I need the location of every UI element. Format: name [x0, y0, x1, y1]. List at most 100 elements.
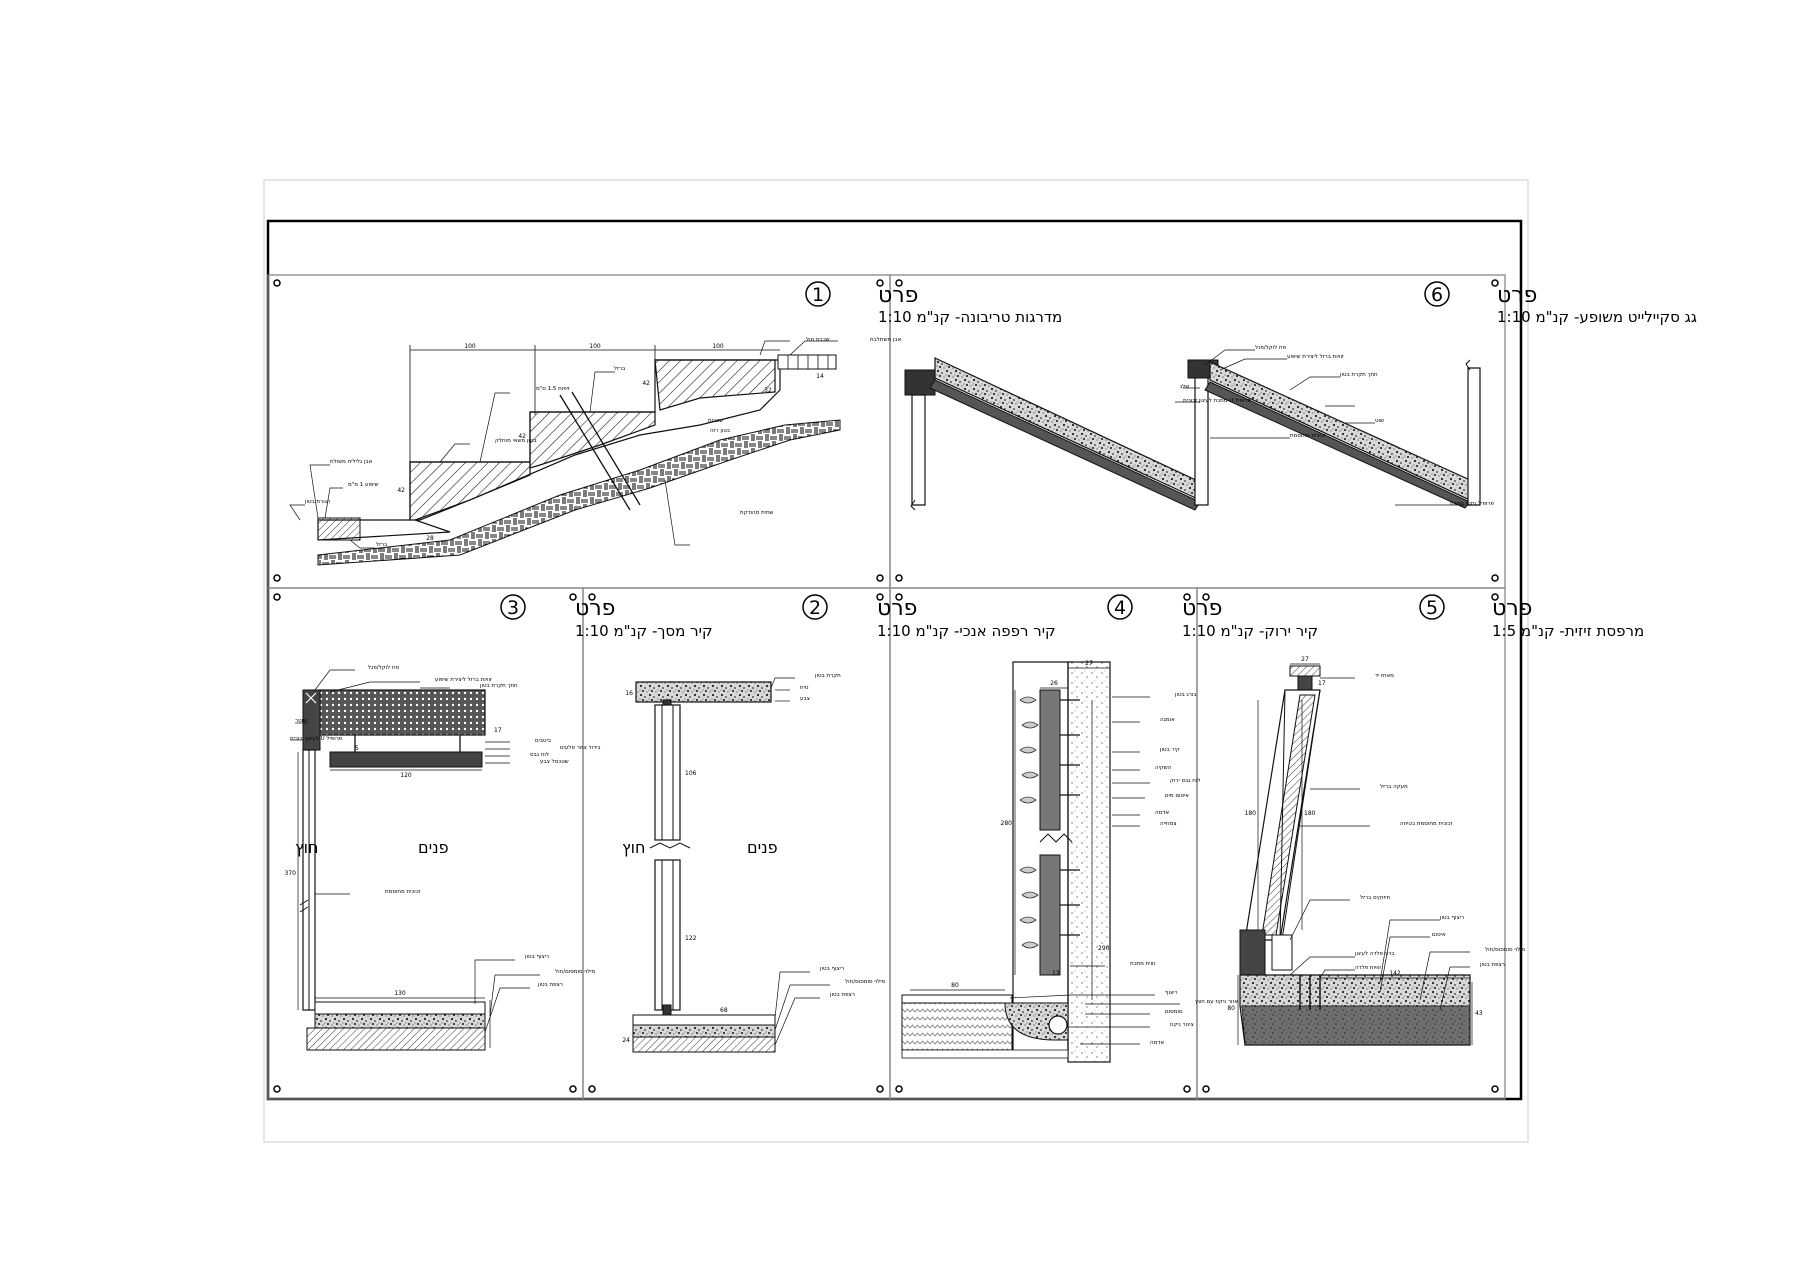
detail-4-note-drain-zone: אזור ניקוז עם חצץ — [1195, 999, 1238, 1005]
detail-2-leaders — [770, 677, 830, 1046]
detail-6-glass-left — [929, 379, 1201, 511]
detail-3-dim-floor: 130 — [394, 990, 406, 997]
detail-1-note-layers: שכבות — [708, 418, 723, 424]
panel-grid — [267, 274, 1506, 1100]
detail-6-leaders — [1175, 349, 1465, 506]
detail-5-dim-lines — [1237, 663, 1473, 1045]
detail-3-number-circle — [500, 594, 526, 620]
detail-4-note-plants: צמחייה — [1160, 821, 1177, 827]
detail-4-note-angle: זווית מתכת — [1130, 961, 1155, 967]
detail-3-label: פרט — [575, 596, 615, 621]
detail-3-note-flashing: פח לוקל/פנל — [368, 664, 400, 671]
detail-1-section-break — [559, 391, 641, 511]
detail-1-dim-g: 28 — [426, 535, 434, 542]
detail-4-label: פרט — [1182, 596, 1222, 621]
detail-3-post-top-x — [305, 692, 317, 704]
detail-6-note-plaster: שוט — [1375, 418, 1384, 424]
detail-2-dim-slab: 24 — [622, 1037, 630, 1044]
detail-4: פרט 4 קיר ירוק- קנ"מ 1:10 27 26 280 290 … — [901, 594, 1318, 1063]
title-block-frame — [266, 219, 1523, 1101]
detail-2-dim-lower: 122 — [685, 935, 697, 942]
detail-4-note-irrigation: השקיה — [1155, 765, 1172, 771]
detail-1-paver — [777, 354, 837, 370]
detail-4-note-omega: אומגה — [1160, 717, 1175, 723]
detail-4-plants-upper — [1019, 696, 1039, 804]
detail-5-frame-outer — [1279, 689, 1321, 941]
detail-4-note-pipe: צינור ניקוז — [1170, 1022, 1194, 1028]
detail-4-note-concrete: קיר בטון — [1160, 747, 1180, 753]
detail-3: פרט 3 קיר מסך- קנ"מ 1:10 חוץ פנים 120 37… — [285, 594, 713, 1051]
detail-5-dim-handrail: 27 — [1301, 656, 1309, 663]
detail-2-dim-upper: 106 — [685, 770, 697, 777]
detail-3-note-slab: חתך תקרת בטון — [480, 683, 518, 689]
detail-1: פרט 1 מדרגות טריבונה- קנ"מ 1:10 100 100 … — [289, 281, 1062, 566]
detail-1-subtitle: מדרגות טריבונה- קנ"מ 1:10 — [878, 308, 1062, 326]
detail-2-note-plaster: טיח — [800, 685, 809, 691]
detail-3-floor-finish — [314, 1001, 486, 1015]
detail-2-inside-label: פנים — [747, 838, 778, 857]
detail-1-note-ring-beam: חגורת בטון — [305, 499, 331, 505]
detail-1-note-lean-concrete: בטון רזה — [710, 428, 730, 434]
detail-5-dim-edge: 80 — [1227, 1005, 1235, 1012]
detail-2: פרט 2 קיר רפפה אנכי- קנ"מ 1:10 חוץ פנים … — [622, 594, 1056, 1053]
detail-1-note-slope: שיפוע 1 מ"מ — [348, 482, 379, 488]
detail-1-note-compacted-soil: שתית מהודקת — [740, 510, 774, 516]
outer-sheet-border — [263, 179, 1529, 1143]
detail-2-louver-upper — [654, 704, 681, 841]
detail-3-note-paint: שטכסל צבע — [540, 758, 569, 765]
detail-2-note-floor-tile: ריצוף בטון — [820, 966, 844, 972]
detail-1-dim-b: 100 — [589, 343, 601, 350]
detail-2-louver-lower-lines — [661, 860, 674, 1010]
detail-2-dim-floor: 68 — [720, 1007, 728, 1014]
detail-2-louver-lower — [654, 859, 681, 1011]
detail-5-note-fill: מילוי סומסום/חול — [1485, 946, 1525, 953]
detail-1-dim-lines — [409, 345, 780, 465]
detail-6-right-post — [1467, 367, 1481, 506]
detail-2-number: 2 — [809, 597, 821, 619]
detail-4-break — [1039, 833, 1073, 843]
detail-6-subtitle: גג סקיילייט משופע- קנ"מ 1:10 — [1497, 308, 1697, 326]
detail-6-slab-left — [934, 357, 1201, 501]
detail-5-leaders — [1289, 677, 1470, 1011]
detail-3-subtitle: קיר מסך- קנ"מ 1:10 — [575, 622, 713, 640]
detail-4-planter-upper — [1039, 689, 1061, 831]
detail-5-dim-slab: 43 — [1475, 1010, 1483, 1017]
detail-4-concrete-wall — [1067, 661, 1111, 1063]
detail-3-dim-ceiling: 120 — [400, 772, 412, 779]
detail-1-number-circle — [805, 281, 831, 307]
detail-4-gravel-bed — [901, 1002, 1013, 1051]
detail-1-label: פרט — [878, 283, 918, 308]
detail-3-dim-lines — [297, 752, 491, 1048]
detail-3-hangers — [354, 735, 461, 752]
detail-5-clamp — [1271, 934, 1293, 971]
detail-3-note-glass: זכוכית מחוסמת — [385, 889, 421, 895]
detail-6-note-u-profile: פרופיל U מתכת לעיגון זכוכית — [1183, 397, 1251, 404]
detail-6-break-marks — [910, 359, 1471, 511]
detail-5-number-circle — [1419, 594, 1445, 620]
detail-3-dim-height: 370 — [285, 870, 297, 877]
detail-6-note-snow: שלג — [1180, 383, 1189, 390]
detail-2-outside-label: חוץ — [622, 838, 645, 857]
detail-2-label: פרט — [877, 596, 917, 621]
detail-6-note-angle: זוויות ברזל ליצירת שיפוע — [1287, 353, 1344, 360]
detail-4-plants-lower — [1019, 866, 1039, 949]
detail-3-note-angle: זוויות ברזל ליצירת שיפוע — [435, 676, 492, 683]
detail-2-note-ceiling: תקרת בטון — [815, 673, 841, 679]
detail-2-break — [649, 842, 691, 849]
detail-2-note-paint: צבע — [800, 696, 810, 702]
detail-5-bottom-bracket — [1239, 929, 1266, 976]
detail-4-soil — [901, 1049, 1069, 1059]
detail-2-floor-finish — [632, 1014, 776, 1026]
detail-1-note-waterproof: זיפות 1.5 ס"מ — [536, 386, 570, 392]
detail-6-glass-right — [1204, 381, 1471, 509]
detail-5-note-reinforcement: חיזוקים ברזל — [1360, 894, 1390, 901]
detail-5-note-steel-angle: זוויות פלדה — [1355, 964, 1381, 971]
detail-6: פרט 6 גג סקיילייט משופע- קנ"מ 1:10 פח לו… — [904, 281, 1697, 511]
detail-1-note-sand: שכבת חול — [806, 336, 830, 343]
detail-5-note-rail: מעקה ברזל — [1380, 783, 1408, 790]
detail-6-label: פרט — [1497, 283, 1537, 308]
detail-6-left-post — [911, 394, 926, 506]
detail-4-number: 4 — [1114, 597, 1126, 619]
detail-4-note-gypsum: לוח גבס ירוק — [1170, 777, 1200, 784]
